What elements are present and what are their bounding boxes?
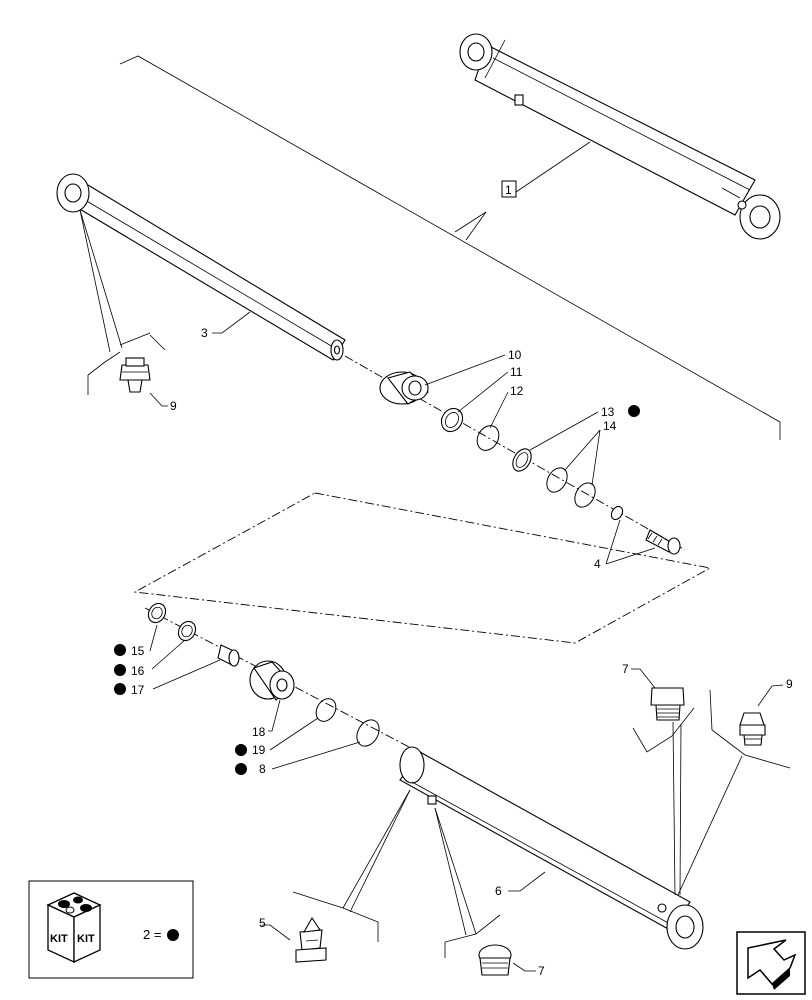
callout-4: 4 <box>594 557 601 571</box>
callout-7-lower: 7 <box>538 964 545 978</box>
arrow-navigation-icon[interactable] <box>736 931 806 995</box>
callout-7-upper: 7 <box>622 662 629 676</box>
nut-and-bolt-4 <box>610 505 681 555</box>
grease-fitting-9-left <box>119 357 151 393</box>
seal-13 <box>512 448 532 472</box>
piston-rod <box>56 173 346 361</box>
bushing-17 <box>217 644 240 667</box>
callout-17: 17 <box>131 683 145 697</box>
kit-bullet-16 <box>114 664 126 676</box>
kit-word-left: KIT <box>50 933 68 945</box>
cylinder-barrel <box>399 746 704 950</box>
callout-15: 15 <box>131 644 145 658</box>
kit-legend: KIT KIT 2 = <box>28 880 194 979</box>
callout-18: 18 <box>252 725 266 739</box>
kit-bullet-legend <box>167 929 179 941</box>
cylinder-assembly <box>459 33 781 240</box>
callout-19: 19 <box>252 743 266 757</box>
leader-lines-barrel <box>292 689 791 958</box>
rings-14 <box>546 467 596 508</box>
seal-15 <box>147 602 167 624</box>
callout-9-right: 9 <box>786 677 793 691</box>
assembly-bracket: 1 <box>119 55 781 440</box>
callout-8: 8 <box>259 762 266 776</box>
callout-13: 13 <box>601 405 615 419</box>
kit-bullet-13 <box>628 405 640 417</box>
kit-bullet-17 <box>114 683 126 695</box>
callout-leaders <box>149 311 784 972</box>
callout-14: 14 <box>603 419 617 433</box>
callout-10: 10 <box>508 348 522 362</box>
ring-8 <box>356 719 380 747</box>
legend-equation: 2 = <box>143 927 161 942</box>
ring-19 <box>315 698 337 722</box>
callout-labels: 3 9 10 11 12 13 14 4 15 16 17 18 19 8 6 … <box>114 326 793 978</box>
grease-fitting-9-right <box>739 712 766 746</box>
kit-bullet-19 <box>235 744 247 756</box>
exploded-axis <box>133 355 712 759</box>
piston-18 <box>249 660 295 701</box>
callout-11: 11 <box>510 365 523 379</box>
callout-3: 3 <box>201 326 208 340</box>
seal-16 <box>177 620 197 642</box>
seal-11 <box>440 407 464 433</box>
callout-5: 5 <box>259 916 266 930</box>
grease-fitting-5 <box>295 916 327 963</box>
kit-box-icon: KIT KIT <box>46 892 102 964</box>
callout-1: 1 <box>505 183 512 197</box>
callout-12: 12 <box>510 384 524 398</box>
kit-bullet-8 <box>235 763 247 775</box>
callout-6: 6 <box>495 884 502 898</box>
ring-12 <box>476 425 500 451</box>
callout-9-left: 9 <box>170 399 177 413</box>
plug-7-upper <box>650 687 685 721</box>
kit-word-right: KIT <box>77 933 95 945</box>
assembly-number-box <box>501 180 517 198</box>
callout-16: 16 <box>131 664 145 678</box>
plug-7-lower <box>478 944 512 976</box>
piston-10 <box>379 371 429 405</box>
kit-bullet-15 <box>114 644 126 656</box>
leader-lines-rod-eye <box>79 209 166 395</box>
